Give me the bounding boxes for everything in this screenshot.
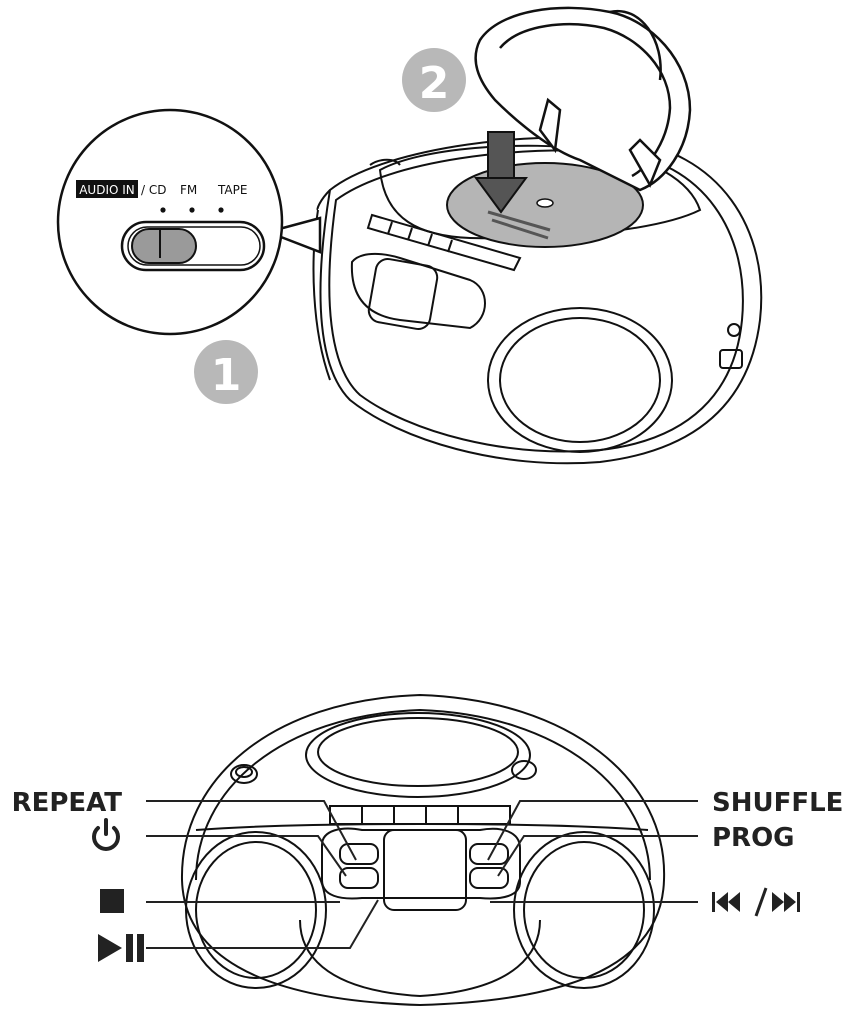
- power-icon: [94, 820, 118, 849]
- label-repeat: REPEAT: [12, 788, 123, 818]
- source-switch-knob: [132, 229, 196, 263]
- switch-label-cd: / CD: [141, 183, 166, 197]
- boombox-front-view: [182, 695, 664, 1005]
- play-pause-icon: [98, 934, 144, 962]
- label-shuffle: SHUFFLE: [712, 788, 843, 818]
- cd-hole: [537, 199, 553, 207]
- source-switch-callout: AUDIO IN / CD FM TAPE: [58, 110, 320, 334]
- switch-label-audio-in: AUDIO IN: [79, 183, 135, 197]
- label-prog: PROG: [712, 823, 795, 853]
- step-2-number: 2: [419, 58, 450, 109]
- skip-prev-next-icon: [712, 888, 800, 916]
- step-1-number: 1: [211, 350, 242, 401]
- switch-label-tape: TAPE: [217, 183, 247, 197]
- stop-icon: [100, 889, 124, 913]
- switch-label-fm: FM: [180, 183, 197, 197]
